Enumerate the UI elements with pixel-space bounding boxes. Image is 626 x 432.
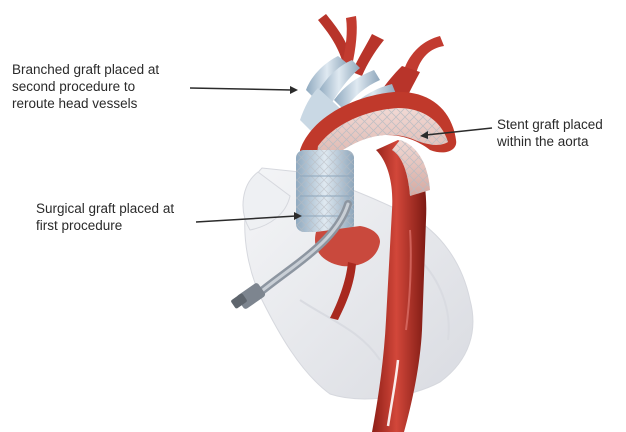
arrowhead-branched-graft bbox=[290, 86, 298, 94]
arrow-branched-graft bbox=[190, 88, 292, 90]
label-branched-graft: Branched graft placed at second procedur… bbox=[12, 61, 159, 112]
label-stent-graft: Stent graft placed within the aorta bbox=[497, 116, 603, 150]
label-surgical-graft: Surgical graft placed at first procedure bbox=[36, 200, 174, 234]
